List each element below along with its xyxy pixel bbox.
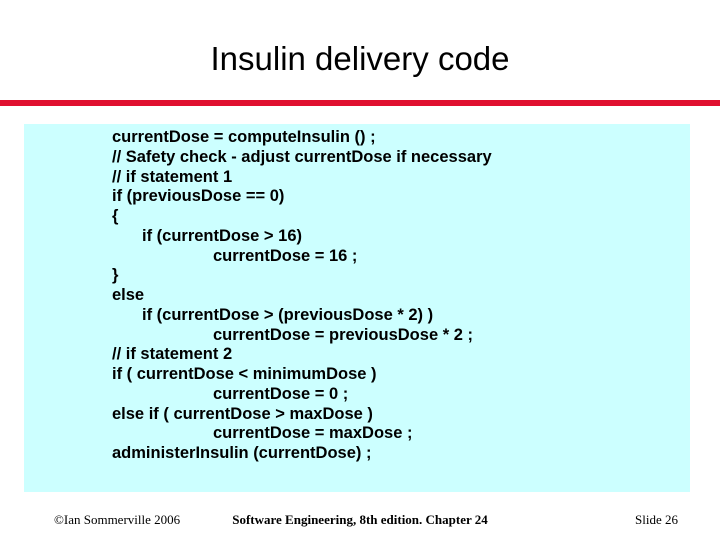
code-line: if (previousDose == 0) — [112, 187, 285, 206]
code-line: currentDose = 16 ; — [213, 246, 358, 265]
code-line: currentDose = previousDose * 2 ; — [213, 325, 473, 344]
code-block: currentDose = computeInsulin () ;// Safe… — [24, 124, 690, 492]
code-line: else — [112, 286, 145, 304]
code-line: } — [112, 266, 119, 285]
page-title: Insulin delivery code — [210, 40, 510, 77]
code-line: // if statement 1 — [112, 167, 233, 186]
code-line: administerInsulin (currentDose) ; — [112, 444, 372, 462]
footer-book-title: Software Engineering, 8th edition. Chapt… — [232, 512, 488, 527]
code-line: // Safety check - adjust currentDose if … — [112, 147, 492, 166]
title-divider — [0, 100, 720, 106]
code-line: if (currentDose > 16) — [142, 226, 303, 245]
code-line: currentDose = computeInsulin () ; — [112, 128, 376, 146]
code-line: // if statement 2 — [112, 345, 233, 364]
code-line: currentDose = maxDose ; — [213, 424, 413, 443]
code-line: if (currentDose > (previousDose * 2) ) — [142, 305, 434, 324]
footer-copyright: ©Ian Sommerville 2006 — [54, 512, 181, 527]
code-line: else if ( currentDose > maxDose ) — [112, 404, 373, 423]
code-line: currentDose = 0 ; — [213, 384, 349, 403]
code-line: if ( currentDose < minimumDose ) — [112, 365, 377, 383]
footer-slide-number: Slide 26 — [635, 512, 678, 527]
slide-footer: ©Ian Sommerville 2006 Software Engineeri… — [0, 512, 720, 532]
code-line: { — [112, 207, 119, 225]
code-lines: currentDose = computeInsulin () ;// Safe… — [112, 128, 492, 464]
